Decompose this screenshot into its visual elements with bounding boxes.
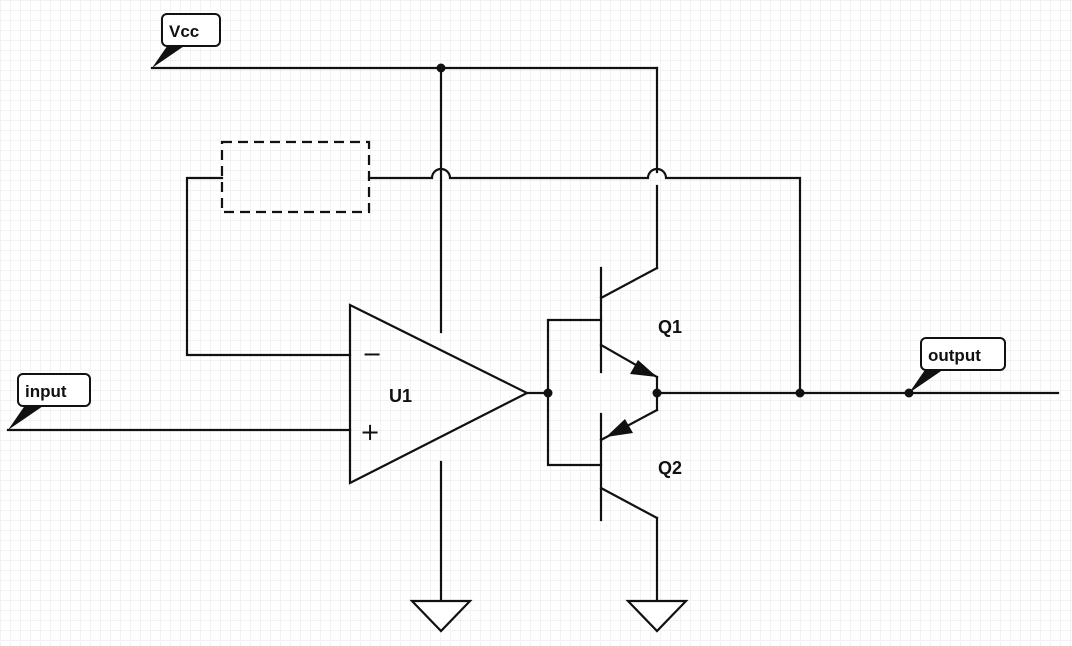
ground-symbol-q2	[625, 599, 689, 633]
q2-collector	[599, 486, 659, 520]
q1-collector	[599, 266, 659, 300]
junction-emitters	[652, 388, 662, 398]
base-drive-wire	[546, 318, 603, 467]
vcc-tag-pointer	[152, 42, 190, 68]
q1-emitter-arrow	[630, 360, 657, 377]
transistor-label-q2: Q2	[658, 458, 682, 478]
inverting-input-wire	[185, 176, 352, 357]
opamp-minus-sign: −	[362, 340, 382, 368]
vcc-tag	[161, 13, 221, 47]
opamp-u1	[348, 303, 530, 485]
vcc-label: Vcc	[169, 22, 199, 41]
input-tag	[17, 373, 91, 407]
junction-opamp-output	[543, 388, 553, 398]
output-tag-pointer	[909, 367, 947, 393]
junction-vcc	[436, 63, 446, 73]
opamp-plus-sign: +	[360, 418, 380, 446]
feedback-wire	[367, 167, 802, 395]
input-label: input	[25, 382, 67, 401]
output-label: output	[928, 346, 981, 365]
input-tag-pointer	[8, 404, 46, 430]
q2-emitter-arrow	[606, 419, 633, 437]
transistor-label-q1: Q1	[658, 317, 682, 337]
feedback-component-dashed	[220, 140, 371, 214]
opamp-label-u1: U1	[389, 386, 412, 406]
output-tag	[920, 337, 1006, 371]
junction-feedback	[795, 388, 805, 398]
ground-symbol-opamp	[409, 599, 473, 633]
